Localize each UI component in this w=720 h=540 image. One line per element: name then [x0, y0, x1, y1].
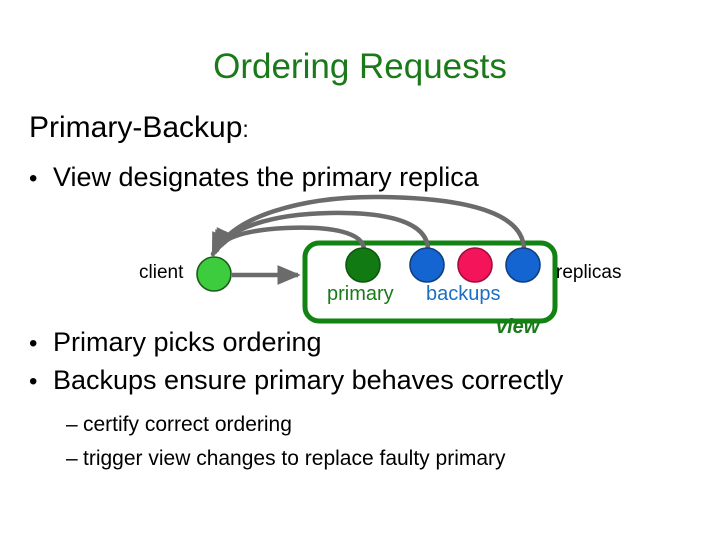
- backup-replica-2-node: [505, 247, 541, 283]
- sub-bullet-text: trigger view changes to replace faulty p…: [83, 447, 506, 470]
- heading-primary-backup: Primary-Backup:: [29, 110, 249, 147]
- primary-replica-node: [345, 247, 381, 283]
- bullet-marker-icon: •: [29, 330, 38, 357]
- bullet-text: View designates the primary replica: [53, 162, 479, 192]
- heading-text: Primary-Backup: [29, 111, 243, 144]
- bullet-marker-icon: •: [29, 165, 38, 192]
- label-client: client: [139, 262, 184, 283]
- reply-arrow-2: [212, 210, 431, 255]
- dash-marker-icon: –: [66, 447, 78, 470]
- bullet-text: Primary picks ordering: [53, 327, 322, 357]
- dash-marker-icon: –: [66, 413, 78, 436]
- bullet-primary-picks-ordering: • Primary picks ordering: [29, 326, 322, 360]
- client-node: [196, 256, 232, 292]
- bullet-backups-ensure: • Backups ensure primary behaves correctl…: [29, 364, 563, 398]
- heading-colon: :: [242, 116, 249, 142]
- label-view: view: [496, 316, 540, 338]
- label-primary: primary: [327, 283, 394, 305]
- backup-replica-1-node: [409, 247, 445, 283]
- sub-bullet-text: certify correct ordering: [83, 413, 292, 436]
- reply-arrow-3: [214, 194, 527, 253]
- view-box: [302, 240, 558, 324]
- bullet-marker-icon: •: [29, 368, 38, 395]
- bullet-view-designates: • View designates the primary replica: [29, 161, 479, 195]
- reply-arrow-1: [210, 225, 367, 257]
- page-title: Ordering Requests: [213, 47, 507, 86]
- faulty-replica-node: [457, 247, 493, 283]
- sub-bullet-trigger-view-changes: –trigger view changes to replace faulty …: [66, 446, 506, 472]
- bullet-text: Backups ensure primary behaves correctly: [53, 365, 564, 395]
- label-replicas: replicas: [556, 262, 622, 283]
- label-backups: backups: [426, 283, 501, 305]
- sub-bullet-certify-ordering: –certify correct ordering: [66, 412, 292, 438]
